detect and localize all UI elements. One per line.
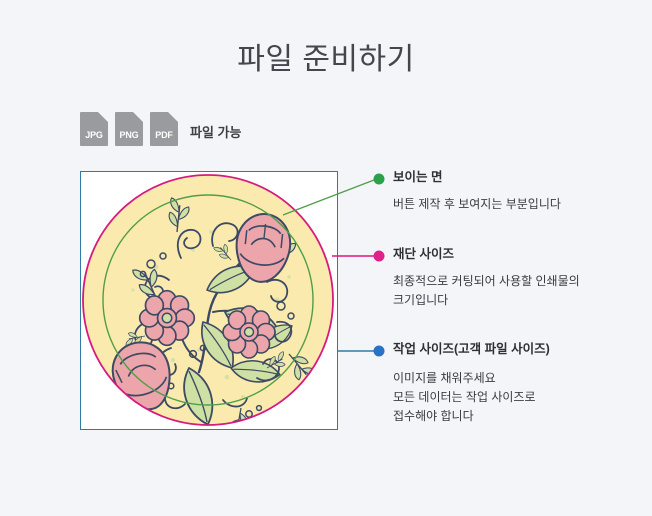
work-size-box (80, 171, 338, 430)
file-badge-pdf-label: PDF (155, 130, 173, 140)
legend-item-visible-area: 보이는 면 버튼 제작 후 보여지는 부분입니다 (393, 168, 561, 214)
legend-title-cut-size: 재단 사이즈 (393, 247, 454, 261)
file-badge-png: PNG (115, 112, 143, 146)
file-badge-jpg: JPG (80, 112, 108, 146)
floral-artwork (82, 174, 334, 426)
visible-area-circle (102, 194, 314, 406)
legend-title-visible-area: 보이는 면 (393, 170, 443, 184)
legend-desc-cut-size: 최종적으로 커팅되어 사용할 인쇄물의 크기입니다 (393, 274, 580, 307)
blossom-right (222, 305, 276, 359)
filetype-row: JPG PNG PDF 파일 가능 (80, 112, 241, 146)
legend-dot-cut (373, 250, 385, 262)
legend-desc-work-size: 이미지를 채워주세요 모든 데이터는 작업 사이즈로 접수해야 합니다 (393, 371, 536, 423)
file-badge-jpg-label: JPG (85, 130, 103, 140)
legend-dot-work (373, 345, 385, 357)
page-title: 파일 준비하기 (237, 43, 415, 76)
legend-desc-visible-area: 버튼 제작 후 보여지는 부분입니다 (393, 197, 561, 211)
blossom-left (138, 289, 196, 347)
file-badge-pdf: PDF (150, 112, 178, 146)
legend-title-work-size: 작업 사이즈(고객 파일 사이즈) (393, 342, 550, 356)
rose-top (235, 213, 291, 283)
cut-size-circle (82, 174, 334, 426)
legend-dot-visible (373, 173, 385, 185)
file-badge-png-label: PNG (119, 130, 139, 140)
legend-item-cut-size: 재단 사이즈 최종적으로 커팅되어 사용할 인쇄물의 크기입니다 (393, 245, 580, 310)
legend-item-work-size: 작업 사이즈(고객 파일 사이즈) 이미지를 채워주세요 모든 데이터는 작업 … (393, 340, 550, 426)
filetype-note: 파일 가능 (190, 125, 242, 140)
